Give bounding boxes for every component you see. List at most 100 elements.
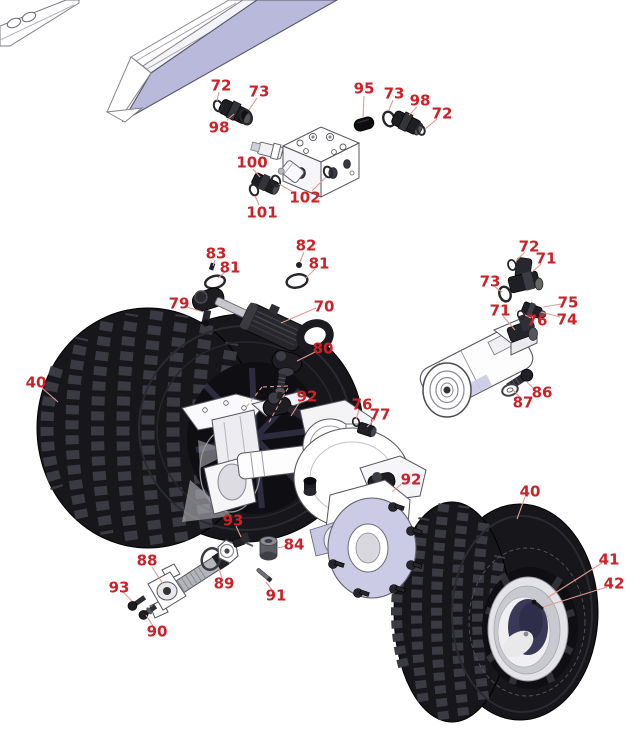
callout-label-72: 72 <box>211 76 232 94</box>
callout-label-81: 81 <box>309 254 330 272</box>
solenoid-valve <box>277 160 305 183</box>
callout-label-81: 81 <box>220 258 241 276</box>
callout-leader <box>391 481 405 493</box>
o-ring-76-motor <box>516 310 526 320</box>
callout-leader <box>542 586 608 608</box>
callout-label-76: 76 <box>527 311 548 329</box>
o-ring-72-right <box>416 124 426 136</box>
callout-label-101: 101 <box>246 203 277 221</box>
callout-leader <box>299 251 305 263</box>
callout-label-40: 40 <box>520 482 541 500</box>
callout-leader <box>217 271 226 279</box>
callout-leader <box>186 306 204 313</box>
callout-label-91: 91 <box>266 586 287 604</box>
callout-leader <box>540 311 561 318</box>
valve-stem-42 <box>531 599 544 611</box>
callout-leader <box>296 350 318 362</box>
relief-valve <box>250 141 284 161</box>
frame-channel-beam <box>105 0 339 123</box>
callout-leader <box>388 99 394 111</box>
callout-label-73: 73 <box>249 82 270 100</box>
callout-leader <box>290 399 302 417</box>
frame-rail-fragment <box>0 0 80 47</box>
o-ring-101 <box>248 183 260 197</box>
callout-label-70: 70 <box>314 297 335 315</box>
callout-leader <box>515 251 526 262</box>
o-ring-81-right <box>285 273 309 289</box>
callout-label-72: 72 <box>432 104 453 122</box>
o-ring-102-b <box>322 165 334 179</box>
callout-leader <box>516 496 526 520</box>
hydraulic-manifold-block <box>250 126 361 198</box>
callout-leader <box>542 303 562 308</box>
callout-leader <box>355 409 360 420</box>
callout-label-86: 86 <box>532 383 553 401</box>
wheel-motor-flange <box>327 497 423 599</box>
pin-91 <box>256 568 273 583</box>
tire-right <box>391 501 599 723</box>
callout-leader <box>254 195 260 206</box>
callout-label-93: 93 <box>223 511 244 529</box>
callout-label-74: 74 <box>557 310 578 328</box>
callout-leader <box>526 381 536 391</box>
oil-cap <box>303 477 317 496</box>
callout-leader-dashed <box>243 386 263 411</box>
callout-leader-dashed <box>261 385 289 388</box>
callout-leader <box>546 562 603 599</box>
callout-label-72: 72 <box>519 237 540 255</box>
callout-leader <box>218 568 223 579</box>
bolt-93-lower <box>127 595 147 611</box>
callout-label-82: 82 <box>296 236 317 254</box>
callout-leader <box>122 591 133 602</box>
callout-label-80: 80 <box>313 339 334 357</box>
callout-leader <box>494 286 503 293</box>
callout-label-71: 71 <box>536 249 557 267</box>
bolt-90 <box>138 604 158 620</box>
screw-83 <box>208 262 216 271</box>
callout-leader <box>151 566 164 585</box>
hydraulic-motor-group <box>419 257 547 418</box>
callout-label-88: 88 <box>137 551 158 569</box>
callout-leader <box>235 525 242 538</box>
ball-joint-80 <box>271 350 303 400</box>
callout-leader <box>278 183 296 194</box>
callout-label-41: 41 <box>599 550 620 568</box>
o-ring-72-left <box>212 99 224 113</box>
o-ring-72-motor <box>507 259 517 271</box>
cylinder-eye <box>296 319 334 353</box>
washer-87 <box>501 383 519 397</box>
callout-label-87: 87 <box>513 393 534 411</box>
tire-right-bead-dashed <box>468 547 586 697</box>
o-ring-76-center <box>351 417 361 427</box>
o-ring-73-left <box>239 108 253 126</box>
elbow-71-upper <box>507 257 544 294</box>
callout-label-92: 92 <box>297 387 318 405</box>
callout-label-98: 98 <box>410 91 431 109</box>
callout-leader <box>265 581 273 591</box>
callout-label-92: 92 <box>401 470 422 488</box>
callout-leader <box>252 168 261 178</box>
fitting-82 <box>296 262 302 268</box>
callout-leader <box>512 389 521 398</box>
callout-leader <box>531 263 542 273</box>
callout-label-73: 73 <box>480 272 501 290</box>
callout-label-79: 79 <box>169 294 190 312</box>
wheel-studs <box>328 502 423 598</box>
callout-label-40: 40 <box>26 373 47 391</box>
connector-100 <box>251 172 280 195</box>
seal-89 <box>200 539 239 572</box>
callout-leader <box>408 106 418 116</box>
fitting-93-upper <box>232 532 254 548</box>
callout-label-102: 102 <box>289 188 320 206</box>
callout-leader <box>226 113 235 121</box>
callout-label-73: 73 <box>384 84 405 102</box>
plug-95 <box>353 116 375 132</box>
callout-leader <box>524 314 532 319</box>
motor-end-cap <box>422 362 472 418</box>
callout-leader <box>362 95 365 119</box>
callout-label-95: 95 <box>354 79 375 97</box>
callout-label-42: 42 <box>604 574 625 592</box>
